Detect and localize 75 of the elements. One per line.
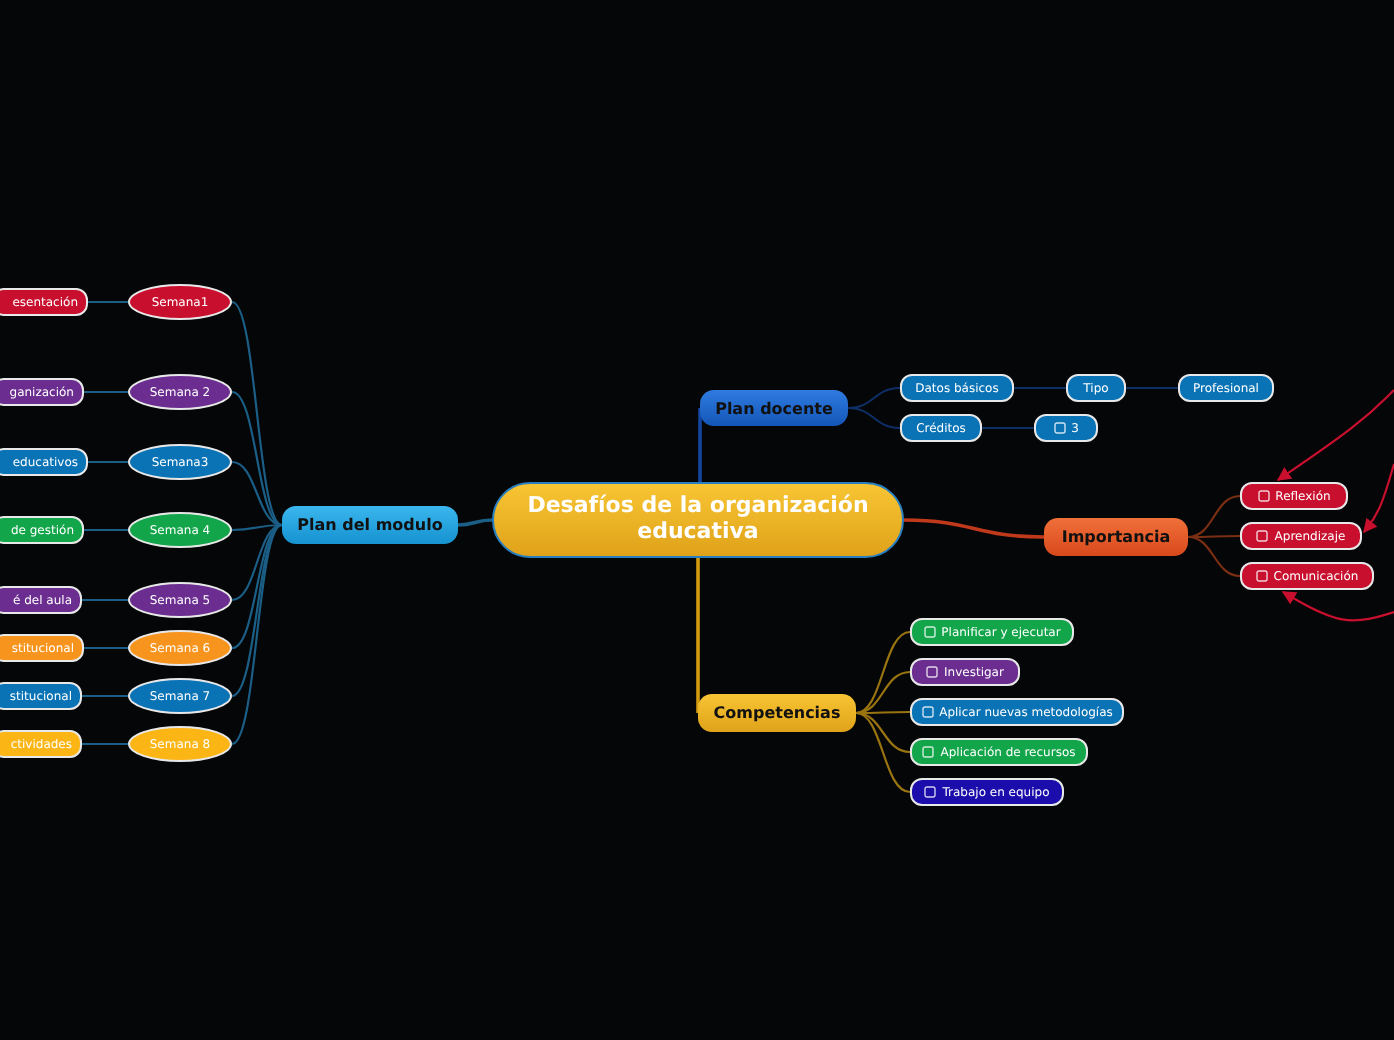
connector-line — [1187, 535, 1241, 578]
connector-line — [88, 300, 128, 304]
subtopic-ellipse — [128, 726, 232, 762]
connector-line — [82, 742, 128, 746]
subtopic-box — [910, 778, 1064, 806]
connector-line — [698, 408, 702, 482]
subtopic-ellipse — [128, 444, 232, 480]
subtopic-ellipse — [128, 512, 232, 548]
subtopic-box — [0, 378, 84, 406]
connector-line — [84, 646, 128, 650]
connector-line — [84, 528, 128, 532]
subtopic-box — [910, 698, 1124, 726]
subtopic-ellipse — [128, 630, 232, 666]
connector-line — [855, 630, 911, 715]
subtopic-box — [1178, 374, 1274, 402]
topic-text: Importancia — [1061, 528, 1171, 546]
connector-line — [856, 710, 910, 715]
subtopic-box — [910, 658, 1020, 686]
connector-line — [88, 460, 128, 464]
subtopic-box — [1240, 562, 1374, 590]
connector-line — [231, 524, 283, 649]
topic-text: Plan del modulo — [297, 516, 443, 534]
subtopic-ellipse — [128, 678, 232, 714]
subtopic-box — [1066, 374, 1126, 402]
connector-line — [847, 386, 901, 410]
topic-text: Desafíos de la organización educativa — [525, 494, 871, 546]
connector-line — [231, 460, 283, 527]
topic-text: Plan docente — [715, 399, 833, 417]
subtopic-ellipse — [128, 582, 232, 618]
subtopic-ellipse — [128, 374, 232, 410]
connector-line — [232, 523, 282, 532]
connector-line — [855, 670, 911, 715]
topic-box — [700, 390, 848, 426]
connector-line — [1188, 534, 1240, 539]
subtopic-box — [0, 448, 88, 476]
connector-line — [231, 524, 283, 697]
topic-text: Competencias — [713, 704, 841, 722]
subtopic-box — [900, 414, 982, 442]
connector-line — [855, 711, 911, 754]
subtopic-box — [910, 618, 1074, 646]
connector-line — [231, 523, 283, 602]
arrow — [1276, 389, 1394, 481]
subtopic-box — [1240, 482, 1348, 510]
subtopic-box — [1034, 414, 1098, 442]
connector-line — [847, 406, 901, 430]
connector-line — [696, 558, 700, 713]
subtopic-ellipse — [128, 284, 232, 320]
subtopic-box — [0, 586, 82, 614]
connector-line — [457, 518, 493, 527]
connector-line — [982, 426, 1034, 430]
connector-line — [855, 711, 911, 794]
connector-line — [1126, 386, 1178, 390]
arrow — [1363, 463, 1394, 534]
connector-line — [82, 694, 128, 698]
connector-line — [231, 301, 283, 526]
subtopic-box — [900, 374, 1014, 402]
connector-line — [231, 391, 283, 526]
connector-line — [903, 518, 1045, 539]
subtopic-box — [0, 682, 82, 710]
connector-line — [82, 598, 128, 602]
subtopic-box — [0, 288, 88, 316]
connector-line — [1187, 494, 1241, 539]
topic-box — [1044, 518, 1188, 556]
topic-box — [698, 694, 856, 732]
connector-line — [1014, 386, 1066, 390]
central-topic — [492, 482, 904, 558]
subtopic-box — [0, 516, 84, 544]
subtopic-box — [1240, 522, 1362, 550]
topic-box — [282, 506, 458, 544]
subtopic-box — [0, 634, 84, 662]
connector-line — [231, 524, 283, 745]
connector-line — [84, 390, 128, 394]
subtopic-box — [0, 730, 82, 758]
arrow — [1281, 591, 1394, 622]
subtopic-box — [910, 738, 1088, 766]
